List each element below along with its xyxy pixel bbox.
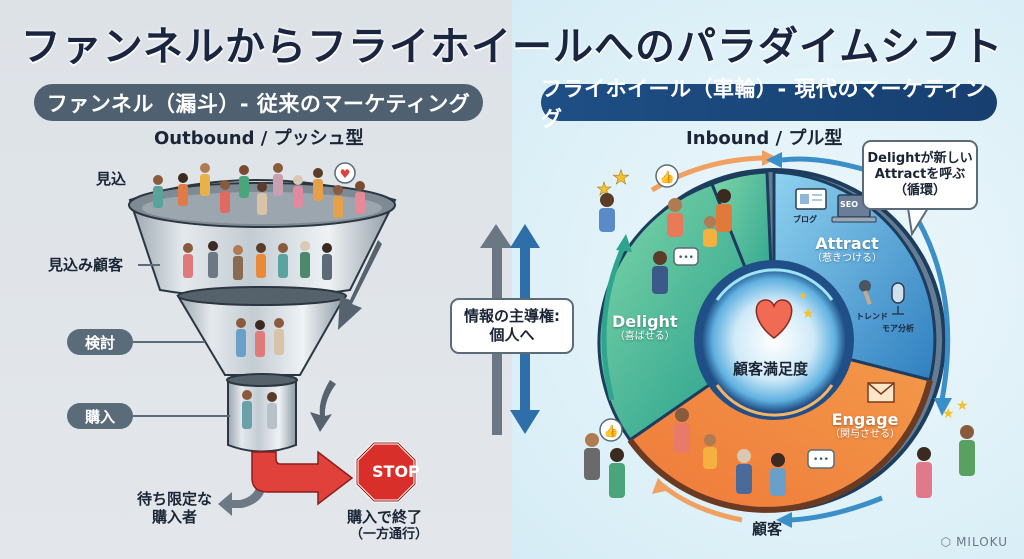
cycle-arrow-right <box>909 208 951 401</box>
page-title: ファンネルからフライホイールへのパラダイムシフト <box>20 24 1004 70</box>
svg-text:👍: 👍 <box>660 170 675 184</box>
cycle-arrow-bottom <box>789 495 883 523</box>
flywheel-illustration: ★ ✦ ★ ★ ★ ★ 👍 <box>584 150 975 528</box>
analysis-label: モア分析 <box>882 324 914 333</box>
segment-attract-label: Attract （惹きつける） <box>812 234 882 265</box>
chat-bubble-icon: ••• ••• <box>673 247 835 469</box>
svg-text:♥: ♥ <box>340 167 351 181</box>
people-crowd <box>153 163 365 429</box>
cycle-callout-line1: Delightが新しい <box>867 150 973 166</box>
funnel-header: ファンネル（漏斗）- 従来のマーケティング <box>34 84 483 121</box>
cycle-callout: Delightが新しい Attractを呼ぶ （循環） <box>862 140 978 210</box>
svg-text:👍: 👍 <box>604 424 619 438</box>
stage-label-leads: 見込み顧客 <box>48 256 124 274</box>
customer-figures <box>584 189 975 498</box>
cycle-callout-line3: （循環） <box>893 183 946 199</box>
stage-label-prospects: 見込 <box>96 170 127 188</box>
dropout-arrow-1 <box>338 240 382 330</box>
thumbs-up-bubble-icon: 👍 👍 <box>599 164 679 442</box>
flywheel-subheader: Inbound / プル型 <box>686 128 843 149</box>
end-note-line1: 購入で終了 <box>347 508 423 526</box>
svg-text:✦: ✦ <box>798 289 808 303</box>
waiting-buyers-note: 待ち限定な 購入者 <box>137 490 213 526</box>
svg-text:★: ★ <box>956 398 969 414</box>
customer-satisfaction-label: 顧客満足度 <box>733 360 809 378</box>
customers-label: 顧客 <box>752 520 783 538</box>
watermark: ⬡ MILOKU <box>941 535 1008 549</box>
sparkle-star-icon: ★ ✦ <box>798 289 815 322</box>
end-note-line2: （一方通行） <box>350 527 429 542</box>
segment-delight-label: Delight （喜ばせる） <box>612 312 678 343</box>
segment-engage-label: Engage （関与させる） <box>830 410 900 441</box>
podcast-mic-icon <box>891 282 905 315</box>
attract-title: Attract <box>815 234 879 253</box>
email-icon <box>867 382 895 403</box>
cycle-callout-line2: Attractを呼ぶ <box>874 166 966 182</box>
control-callout-line1: 情報の主導権: <box>464 307 560 326</box>
engage-title: Engage <box>831 410 899 429</box>
funnel-stage-3 <box>227 379 297 453</box>
svg-text:★: ★ <box>612 165 630 189</box>
seo-label: SEO <box>840 200 859 209</box>
watermark-text: MILOKU <box>956 535 1008 549</box>
stop-sign-icon <box>355 441 417 503</box>
svg-text:•••: ••• <box>813 455 829 465</box>
flywheel-header: フライホイール（車輪）- 現代のマーケティング <box>541 77 997 131</box>
blog-icon <box>795 188 827 210</box>
microphone-icon <box>859 280 872 305</box>
svg-text:★: ★ <box>942 406 955 422</box>
delight-subtitle: （喜ばせる） <box>614 331 675 343</box>
heart-icon <box>755 299 793 339</box>
attract-subtitle: （惹きつける） <box>812 253 882 265</box>
stage-tag-purchase: 購入 <box>67 403 133 429</box>
trend-label: トレンド <box>856 312 888 321</box>
cycle-arrow-left <box>601 249 625 401</box>
waiting-buyers-arrow <box>218 460 267 516</box>
star-rating-icon: ★ ★ ★ ★ <box>596 165 969 422</box>
stop-sign-text: STOP <box>372 462 420 481</box>
svg-text:★: ★ <box>802 306 815 322</box>
heart-bubble-icon: ♥ <box>334 162 356 184</box>
control-callout-line2: 個人へ <box>489 326 535 344</box>
svg-text:•••: ••• <box>678 253 694 263</box>
dropout-arrow-2 <box>310 380 336 432</box>
engage-subtitle: （関与させる） <box>830 429 900 441</box>
funnel-subheader: Outbound / プッシュ型 <box>154 128 364 149</box>
funnel-illustration: ♥ <box>128 162 417 516</box>
delight-title: Delight <box>612 312 678 331</box>
blog-label: ブログ <box>793 215 817 224</box>
purchase-end-arrow <box>251 450 354 506</box>
logo-icon: ⬡ <box>940 535 953 549</box>
control-callout: 情報の主導権: 個人へ <box>450 298 574 354</box>
stage-tag-consider: 検討 <box>67 329 133 355</box>
cycle-callout-tail <box>906 207 930 237</box>
